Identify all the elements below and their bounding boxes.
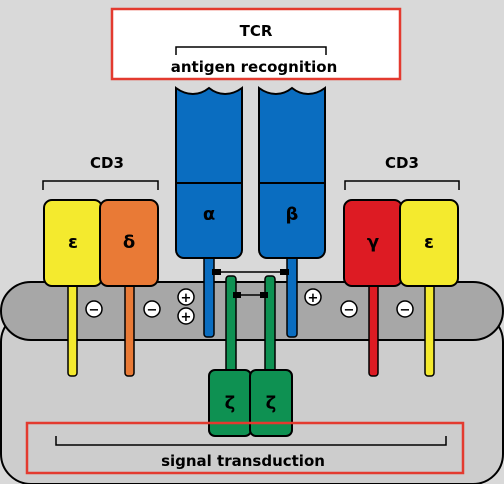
negative-charge: − xyxy=(340,300,358,318)
svg-text:−: − xyxy=(400,303,411,318)
cd3-right-epsilon-stem xyxy=(424,279,435,377)
cd3-right-label: CD3 xyxy=(385,154,419,172)
beta-variable-domain xyxy=(258,86,326,184)
positive-charge: + xyxy=(177,307,195,325)
zeta-left-label: ζ xyxy=(225,393,236,414)
cd3-right-gamma-label: γ xyxy=(367,232,379,253)
negative-charge: − xyxy=(143,300,161,318)
alpha-transmembrane-stem xyxy=(203,254,215,338)
svg-text:−: − xyxy=(344,303,355,318)
negative-charge: − xyxy=(396,300,414,318)
tcr-title: TCR xyxy=(240,22,273,40)
zeta-right-stem xyxy=(264,275,276,375)
cd3-left-epsilon-stem xyxy=(67,279,78,377)
tcr-label-box xyxy=(110,7,402,81)
alpha-beta-disulfide-bond xyxy=(212,269,289,275)
zeta-disulfide-bond xyxy=(233,292,268,298)
cd3-right-epsilon-label: ε xyxy=(424,232,434,253)
positive-charge: + xyxy=(177,288,195,306)
cd3-left-epsilon-label: ε xyxy=(68,232,78,253)
cd3-left-delta-stem xyxy=(124,279,135,377)
cd3-left-heterodimer: ε δ xyxy=(43,199,159,377)
svg-text:−: − xyxy=(89,303,100,318)
tcr-beta-chain: β xyxy=(258,86,326,338)
cd3-left-label: CD3 xyxy=(90,154,124,172)
alpha-label: α xyxy=(203,204,215,225)
signal-transduction-bracket xyxy=(55,436,447,446)
zeta-zeta-dimer: ζ ζ xyxy=(208,275,293,437)
beta-label: β xyxy=(286,204,299,225)
zeta-left-stem xyxy=(225,275,237,375)
beta-transmembrane-stem xyxy=(286,254,298,338)
cd3-left-delta-label: δ xyxy=(123,232,135,253)
cd3-left-bracket xyxy=(42,180,159,190)
tcr-alpha-chain: α xyxy=(175,86,243,338)
alpha-variable-domain xyxy=(175,86,243,184)
cd3-left-delta-domain xyxy=(99,199,159,287)
signal-transduction-label: signal transduction xyxy=(161,452,325,470)
cd3-right-heterodimer: γ ε xyxy=(343,199,459,377)
cd3-right-gamma-stem xyxy=(368,279,379,377)
negative-charge: − xyxy=(85,300,103,318)
tcr-bracket xyxy=(175,46,327,55)
zeta-right-label: ζ xyxy=(266,393,277,414)
cd3-right-bracket xyxy=(344,180,460,190)
svg-text:+: + xyxy=(308,291,319,306)
positive-charge: + xyxy=(304,288,322,306)
zeta-right-domain xyxy=(249,369,293,437)
svg-text:−: − xyxy=(147,303,158,318)
svg-text:+: + xyxy=(181,310,192,325)
svg-text:+: + xyxy=(181,291,192,306)
cd3-right-epsilon-domain xyxy=(399,199,459,287)
signal-transduction-box xyxy=(25,421,465,475)
tcr-subtitle: antigen recognition xyxy=(171,58,338,76)
